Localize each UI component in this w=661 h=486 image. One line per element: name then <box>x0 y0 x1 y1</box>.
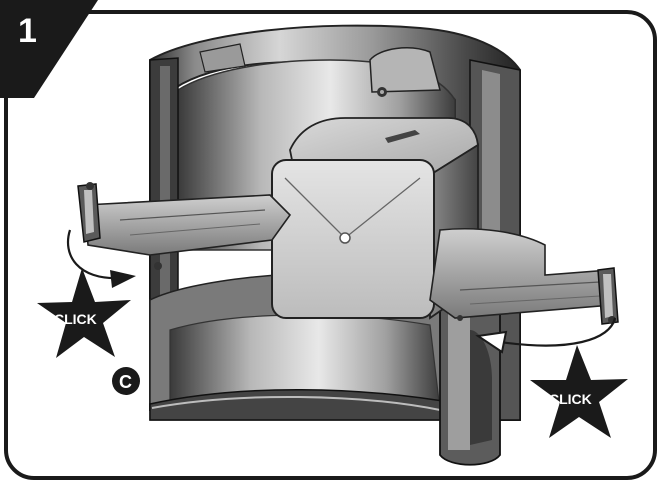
left-bracket <box>77 182 292 270</box>
part-label-c: C <box>112 367 140 395</box>
left-rotate-arrow <box>66 229 136 288</box>
step-number: 1 <box>18 12 37 50</box>
right-rotate-arrow <box>475 317 617 354</box>
right-click-star: CLICK <box>530 345 628 438</box>
right-bracket <box>429 227 619 325</box>
step-badge <box>0 0 98 98</box>
part-label-text: C <box>119 372 132 392</box>
left-click-star: CLICK <box>37 268 131 358</box>
right-click-label: CLICK <box>549 391 592 407</box>
left-click-label: CLICK <box>54 311 97 327</box>
